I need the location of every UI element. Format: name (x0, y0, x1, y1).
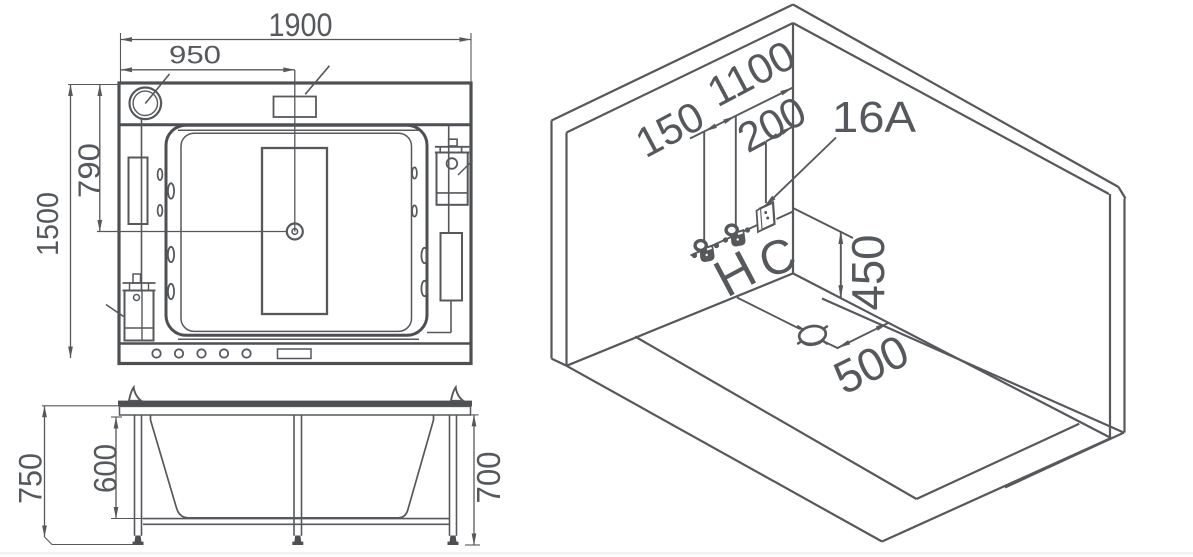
svg-text:500: 500 (826, 324, 917, 404)
svg-text:150: 150 (628, 92, 712, 166)
svg-text:600: 600 (87, 444, 123, 493)
svg-text:700: 700 (470, 452, 507, 504)
svg-text:750: 750 (12, 453, 48, 504)
svg-text:450: 450 (842, 235, 894, 311)
svg-text:790: 790 (72, 143, 107, 198)
svg-text:950: 950 (169, 41, 221, 69)
svg-text:16A: 16A (832, 93, 917, 142)
svg-text:1900: 1900 (269, 7, 333, 43)
svg-text:C: C (752, 228, 803, 290)
svg-text:1500: 1500 (30, 192, 65, 256)
